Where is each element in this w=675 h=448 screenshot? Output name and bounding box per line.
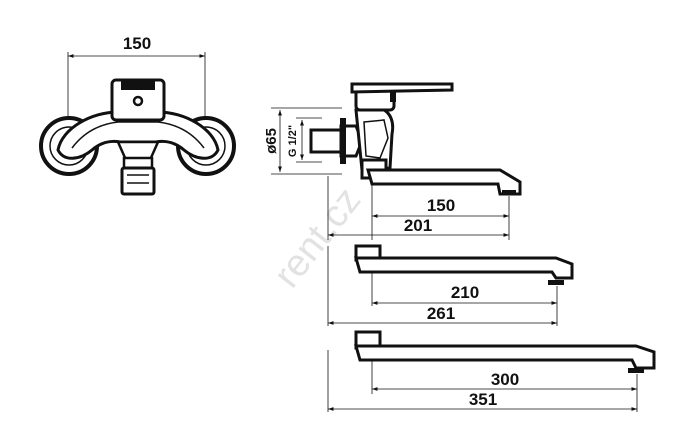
side-view: ø65 G 1/2" 150 201 [263,82,522,240]
short-reach-label: 150 [427,196,455,215]
watermark: rent.cz [266,180,369,296]
lever-handle [350,82,454,94]
front-view: 150 [39,34,236,196]
short-total-label: 201 [404,216,432,235]
inlet-fitting [309,128,343,154]
spout-long [354,344,656,370]
medium-reach-label: 210 [451,283,479,302]
spout-long-view: 300 351 [327,330,656,412]
spout-medium [354,256,574,280]
diameter-label: ø65 [263,128,280,154]
long-reach-label: 300 [491,370,519,389]
spout-short [366,168,522,196]
long-total-label: 351 [469,390,497,409]
spout-medium-view: 210 261 [327,244,574,326]
front-width-label: 150 [123,34,151,53]
medium-total-label: 261 [427,304,455,323]
indicator-dot [132,95,144,107]
thread-label: G 1/2" [287,125,299,157]
